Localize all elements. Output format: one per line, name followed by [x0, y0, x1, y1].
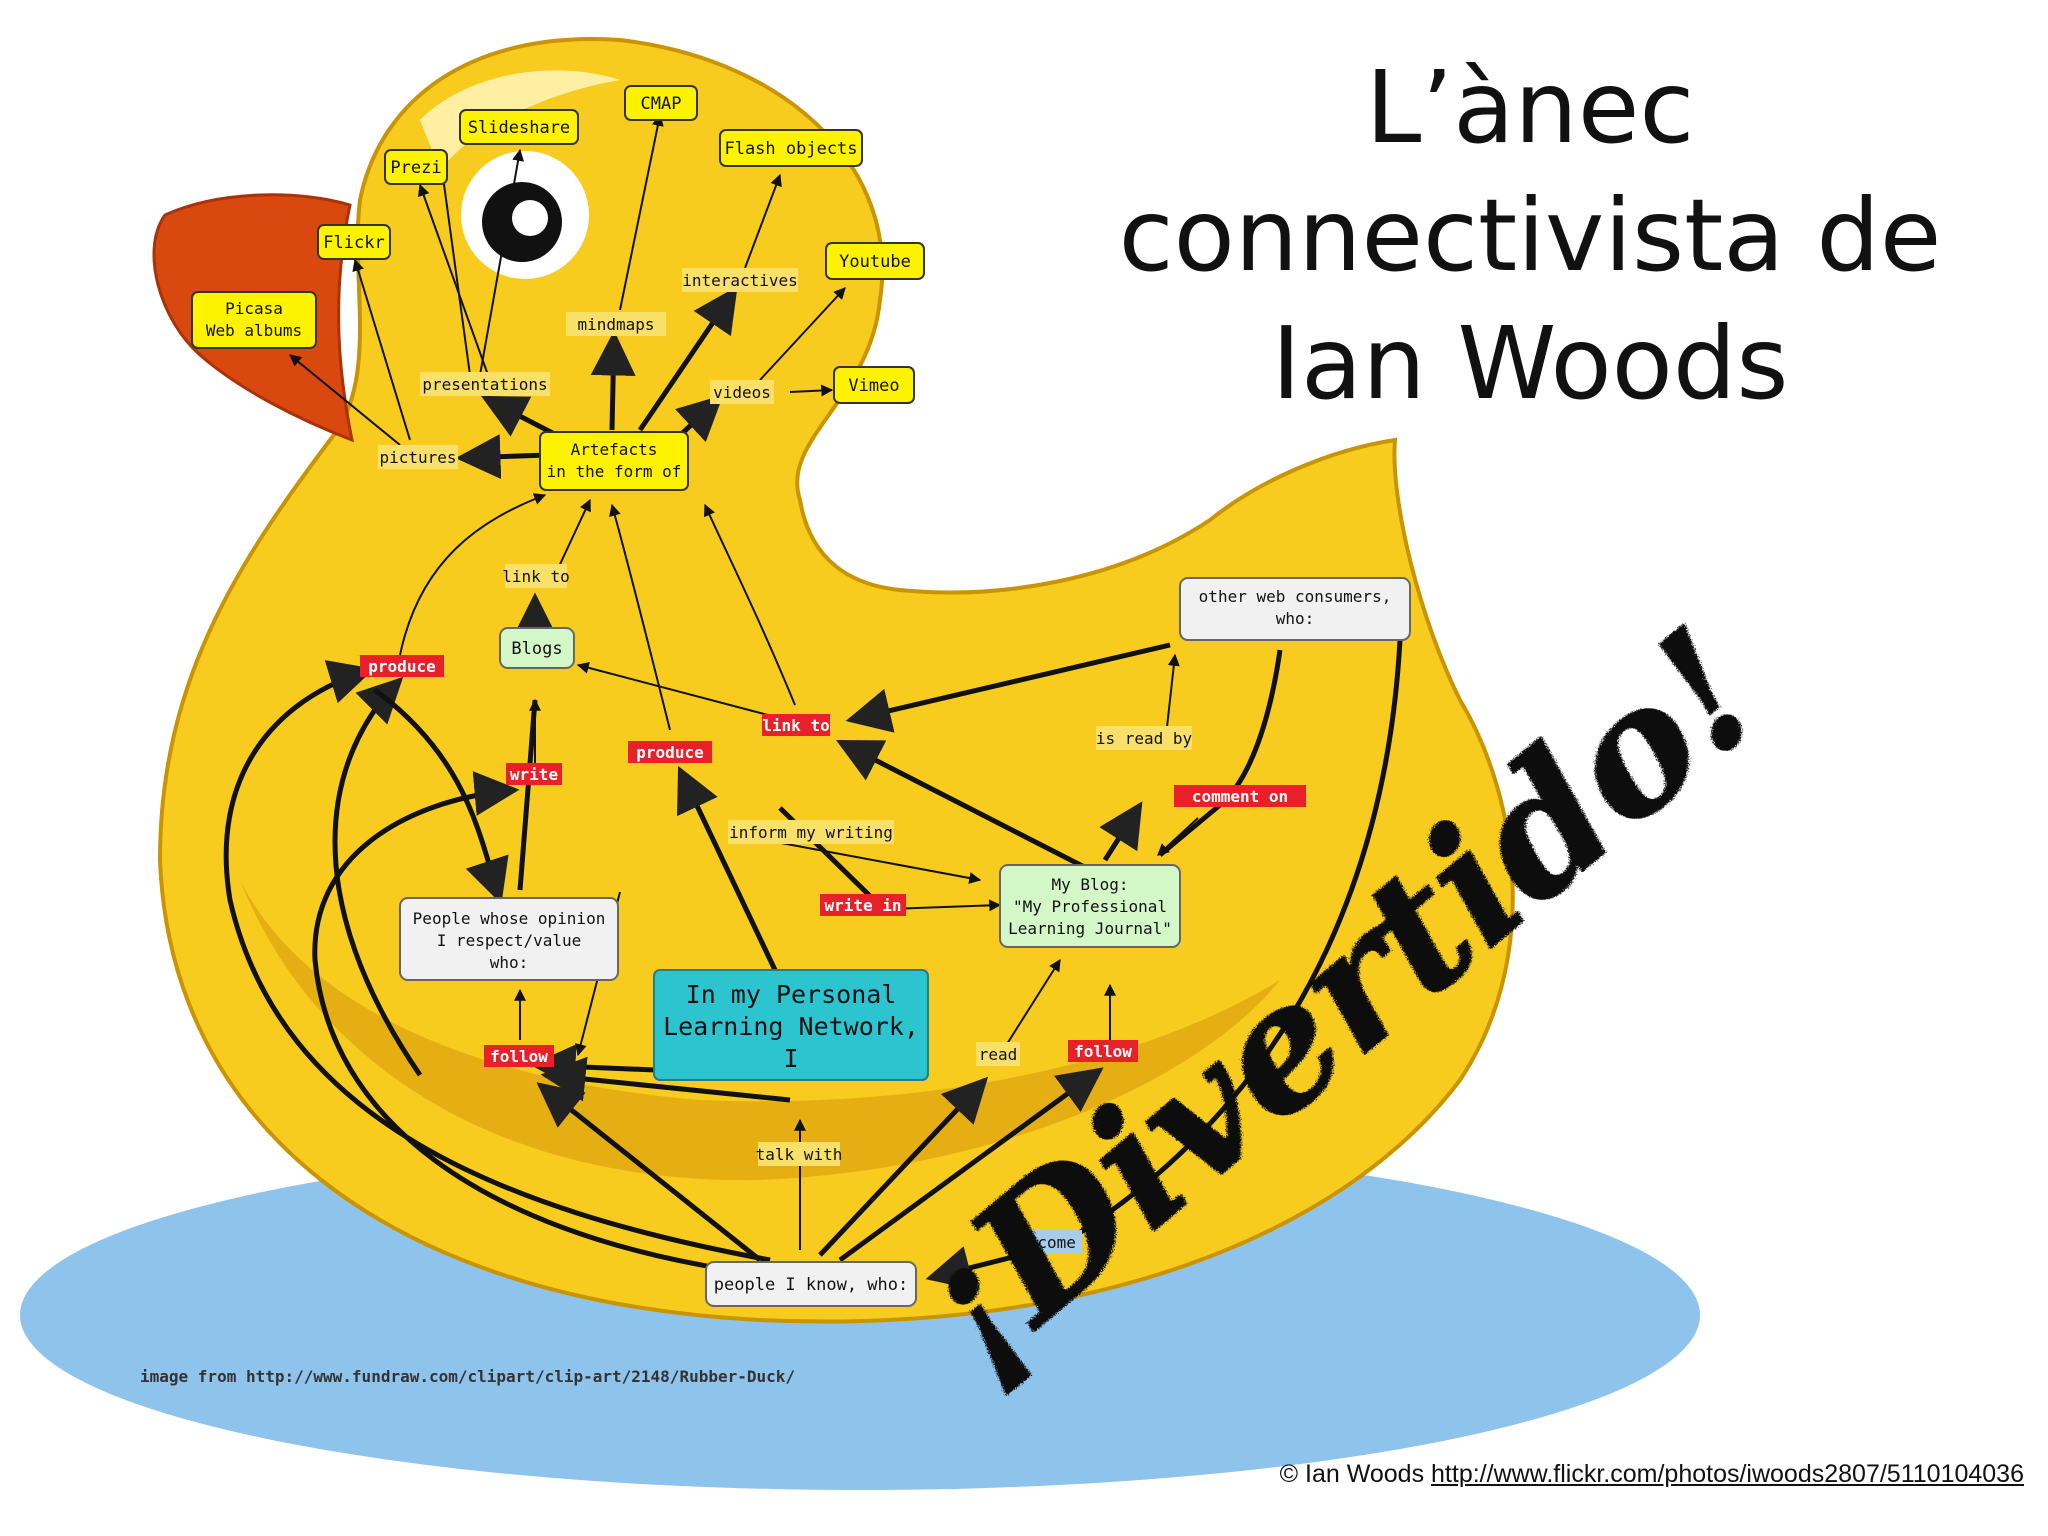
credit-link[interactable]: http://www.flickr.com/photos/iwoods2807/…	[1431, 1460, 2024, 1488]
label-interactives: interactives	[682, 271, 798, 290]
node-vimeo-label: Vimeo	[848, 376, 899, 396]
node-prezi-label: Prezi	[390, 158, 441, 178]
node-people-opinion-label-3: who:	[490, 953, 529, 972]
node-personal-learning-network: In my Personal Learning Network, I	[653, 969, 929, 1081]
photo-credit: © Ian Woods http://www.flickr.com/photos…	[1280, 1460, 2024, 1489]
duck-eye-highlight	[512, 200, 548, 236]
node-prezi: Prezi	[384, 149, 448, 185]
label-is-read-by: is read by	[1096, 729, 1193, 748]
node-center-label-3: I	[783, 1044, 798, 1073]
label-become: become	[1018, 1233, 1076, 1252]
node-flash-objects-label: Flash objects	[724, 139, 857, 159]
duck-body	[157, 37, 1515, 1324]
node-flickr-label: Flickr	[323, 233, 384, 253]
node-people-opinion-label-2: I respect/value	[437, 931, 582, 950]
title-line-1: L’ànec	[1365, 49, 1695, 166]
label-link-to-plain: link to	[502, 567, 569, 586]
label-talk-with: talk with	[756, 1145, 843, 1164]
node-my-blog: My Blog: "My Professional Learning Journ…	[999, 864, 1181, 948]
node-blogs-label: Blogs	[511, 639, 562, 659]
title-line-3: Ian Woods	[1271, 305, 1789, 422]
label-follow-right: follow	[1074, 1042, 1132, 1061]
title-line-2: connectivista de	[1118, 177, 1942, 294]
node-cmap: CMAP	[624, 85, 698, 121]
label-mindmaps: mindmaps	[577, 315, 654, 334]
node-other-web-label-2: who:	[1276, 609, 1315, 628]
node-artefacts-label-2: in the form of	[547, 462, 682, 481]
duck-head-shine	[420, 70, 620, 170]
node-slideshare-label: Slideshare	[468, 118, 570, 138]
label-videos: videos	[713, 383, 771, 402]
node-picasa-label-2: Web albums	[206, 321, 302, 340]
node-people-i-know: people I know, who:	[705, 1261, 917, 1307]
node-people-opinion-label-1: People whose opinion	[413, 909, 606, 928]
label-link-to: link to	[762, 716, 829, 735]
label-comment-on: comment on	[1192, 787, 1288, 806]
node-youtube: Youtube	[825, 242, 925, 280]
node-people-i-know-label: people I know, who:	[714, 1275, 908, 1295]
node-artefacts-label-1: Artefacts	[571, 440, 658, 459]
node-picasa: Picasa Web albums	[191, 291, 317, 349]
node-blogs: Blogs	[499, 627, 575, 669]
node-slideshare: Slideshare	[459, 109, 579, 145]
node-center-label-1: In my Personal	[686, 980, 897, 1009]
node-other-web-consumers: other web consumers, who:	[1179, 577, 1411, 641]
credit-author: © Ian Woods	[1279, 1460, 1425, 1488]
node-flickr: Flickr	[317, 224, 391, 260]
node-artefacts: Artefacts in the form of	[539, 431, 689, 491]
image-source-caption: image from http://www.fundraw.com/clipar…	[140, 1367, 795, 1386]
duck-wing-shadow	[240, 880, 1280, 1181]
label-presentations: presentations	[422, 375, 547, 394]
node-picasa-label-1: Picasa	[225, 299, 283, 318]
label-produce-left: produce	[368, 657, 435, 676]
node-flash-objects: Flash objects	[719, 129, 863, 167]
node-my-blog-label-1: My Blog:	[1051, 875, 1128, 894]
label-write-in: write in	[824, 896, 901, 915]
label-follow-left: follow	[490, 1047, 548, 1066]
slide-title: L’ànec connectivista de Ian Woods	[1100, 44, 1960, 428]
label-read: read	[979, 1045, 1018, 1064]
node-vimeo: Vimeo	[833, 366, 915, 404]
label-produce-mid: produce	[636, 743, 703, 762]
linking-phrases: interactives mindmaps presentations vide…	[378, 268, 1193, 1254]
node-youtube-label: Youtube	[839, 252, 911, 272]
node-my-blog-label-2: "My Professional	[1013, 897, 1167, 916]
red-linking-phrases: produce link to write produce comment on…	[360, 655, 1306, 1067]
label-inform-my-writing: inform my writing	[729, 823, 893, 842]
node-cmap-label: CMAP	[641, 94, 682, 114]
node-other-web-label-1: other web consumers,	[1199, 587, 1392, 606]
label-pictures: pictures	[379, 448, 456, 467]
label-write: write	[510, 765, 558, 784]
node-people-opinion: People whose opinion I respect/value who…	[399, 897, 619, 981]
node-center-label-2: Learning Network,	[663, 1012, 919, 1041]
node-my-blog-label-3: Learning Journal"	[1008, 919, 1172, 938]
